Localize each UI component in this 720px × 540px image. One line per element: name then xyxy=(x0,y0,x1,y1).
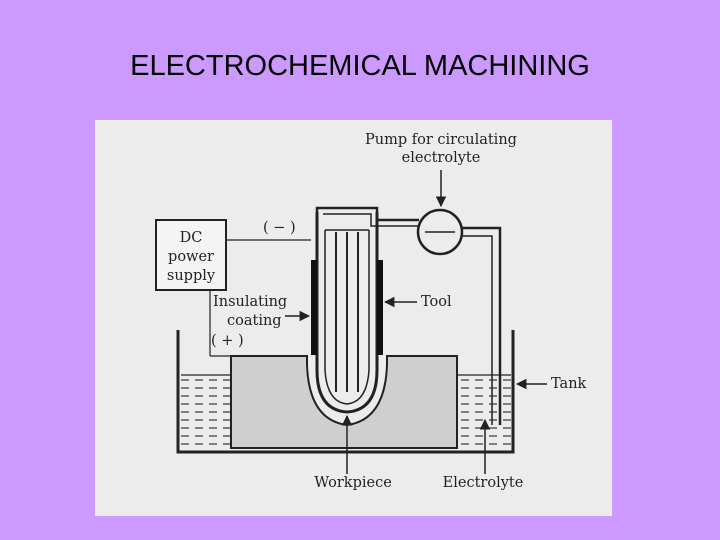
slide-title: ELECTROCHEMICAL MACHINING xyxy=(130,50,590,82)
ecm-diagram: DC power supply ( − ) ( + ) Pump for cir… xyxy=(95,120,612,516)
ecm-diagram-svg: DC power supply ( − ) ( + ) Pump for cir… xyxy=(155,132,587,491)
insulating-coating-left xyxy=(311,260,317,355)
electrolyte-right xyxy=(457,375,511,449)
pump-label-2: electrolyte xyxy=(402,150,481,166)
pump xyxy=(416,208,464,256)
electrolyte-left xyxy=(181,375,231,449)
tool-label: Tool xyxy=(421,294,452,310)
negative-label: ( − ) xyxy=(263,220,296,236)
dc-label-2: power xyxy=(168,249,214,265)
dc-label-3: supply xyxy=(167,268,216,284)
dc-power-supply xyxy=(155,219,227,291)
insulating-label-2: coating xyxy=(227,313,282,329)
return-pipe xyxy=(462,226,502,425)
workpiece xyxy=(230,355,458,449)
electrolyte-label: Electrolyte xyxy=(443,475,524,491)
insulating-coating-right xyxy=(377,260,383,355)
feed-pipe xyxy=(315,206,419,222)
positive-label: ( + ) xyxy=(211,333,244,349)
dc-label-1: DC xyxy=(180,230,203,246)
tank-label: Tank xyxy=(551,376,587,392)
insulating-label-1: Insulating xyxy=(213,294,287,310)
pump-label-1: Pump for circulating xyxy=(365,132,517,148)
tool-inner-wall xyxy=(324,230,370,405)
tool xyxy=(315,212,379,414)
tank xyxy=(176,330,515,454)
workpiece-label: Workpiece xyxy=(314,475,392,491)
